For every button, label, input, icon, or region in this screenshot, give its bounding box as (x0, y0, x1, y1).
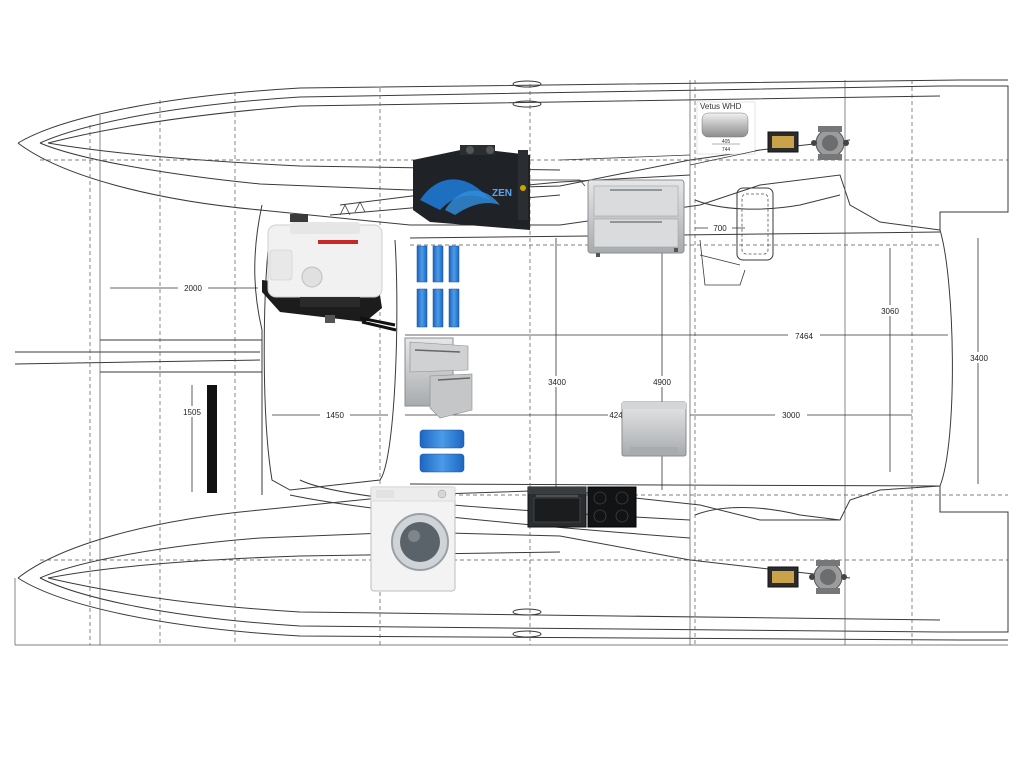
dim-424: 424 (609, 411, 623, 420)
dim-3400-right: 3400 (970, 354, 988, 363)
dishwasher-icon (621, 401, 687, 457)
dim-3060: 3060 (881, 307, 899, 316)
deck-fittings (339, 149, 761, 216)
cockpit-seat-inner (741, 193, 769, 255)
dim-1505: 1505 (183, 408, 201, 417)
battery-icon (448, 245, 460, 283)
bulkhead-bar (207, 385, 217, 493)
battery-icon (432, 288, 444, 328)
water-heater-dim-2: 744 (722, 147, 731, 153)
water-heater-label: Vetus WHD (700, 102, 742, 111)
water-heater-dim-1: 405 (722, 139, 731, 145)
deck-hatch-top-2 (512, 100, 542, 108)
cooktop-icon (587, 486, 637, 528)
water-heater-icon: Vetus WHD 405 744 (696, 101, 756, 155)
battery-icon (419, 429, 465, 449)
drawer-fridge-mid (404, 337, 473, 419)
battery-icon (419, 453, 465, 473)
dim-4900: 4900 (653, 378, 671, 387)
drawer-fridge-top (587, 179, 685, 257)
electric-motor-bottom (767, 560, 847, 594)
battery-grid (416, 245, 460, 328)
watermaker-brand: ZEN (492, 188, 512, 199)
dim-3000: 3000 (782, 411, 800, 420)
deck-hatch-bottom (512, 608, 542, 616)
battery-icon (448, 288, 460, 328)
cockpit-seat-outline (736, 187, 774, 261)
battery-icon (432, 245, 444, 283)
station-lines (14, 80, 1008, 646)
battery-icon (416, 245, 428, 283)
electric-motor-icon (809, 560, 847, 594)
washing-machine-icon (370, 486, 456, 592)
watermaker-icon: ZEN (413, 145, 530, 230)
dim-700: 700 (713, 224, 727, 233)
oven-icon (527, 486, 587, 528)
cockpit-steps (699, 239, 746, 286)
generator-icon (262, 214, 397, 332)
deck-hatch-top (512, 80, 542, 88)
battery-icon (416, 288, 428, 328)
dimension-lines (110, 227, 979, 492)
dim-3400-mid: 3400 (548, 378, 566, 387)
dim-2000: 2000 (184, 284, 202, 293)
electric-motor-top (767, 126, 849, 160)
deck-hatch-bottom-2 (512, 630, 542, 638)
battery-pair (419, 429, 465, 473)
dim-1450: 1450 (326, 411, 344, 420)
electric-motor-icon (811, 126, 849, 160)
dim-7464: 7464 (795, 332, 813, 341)
